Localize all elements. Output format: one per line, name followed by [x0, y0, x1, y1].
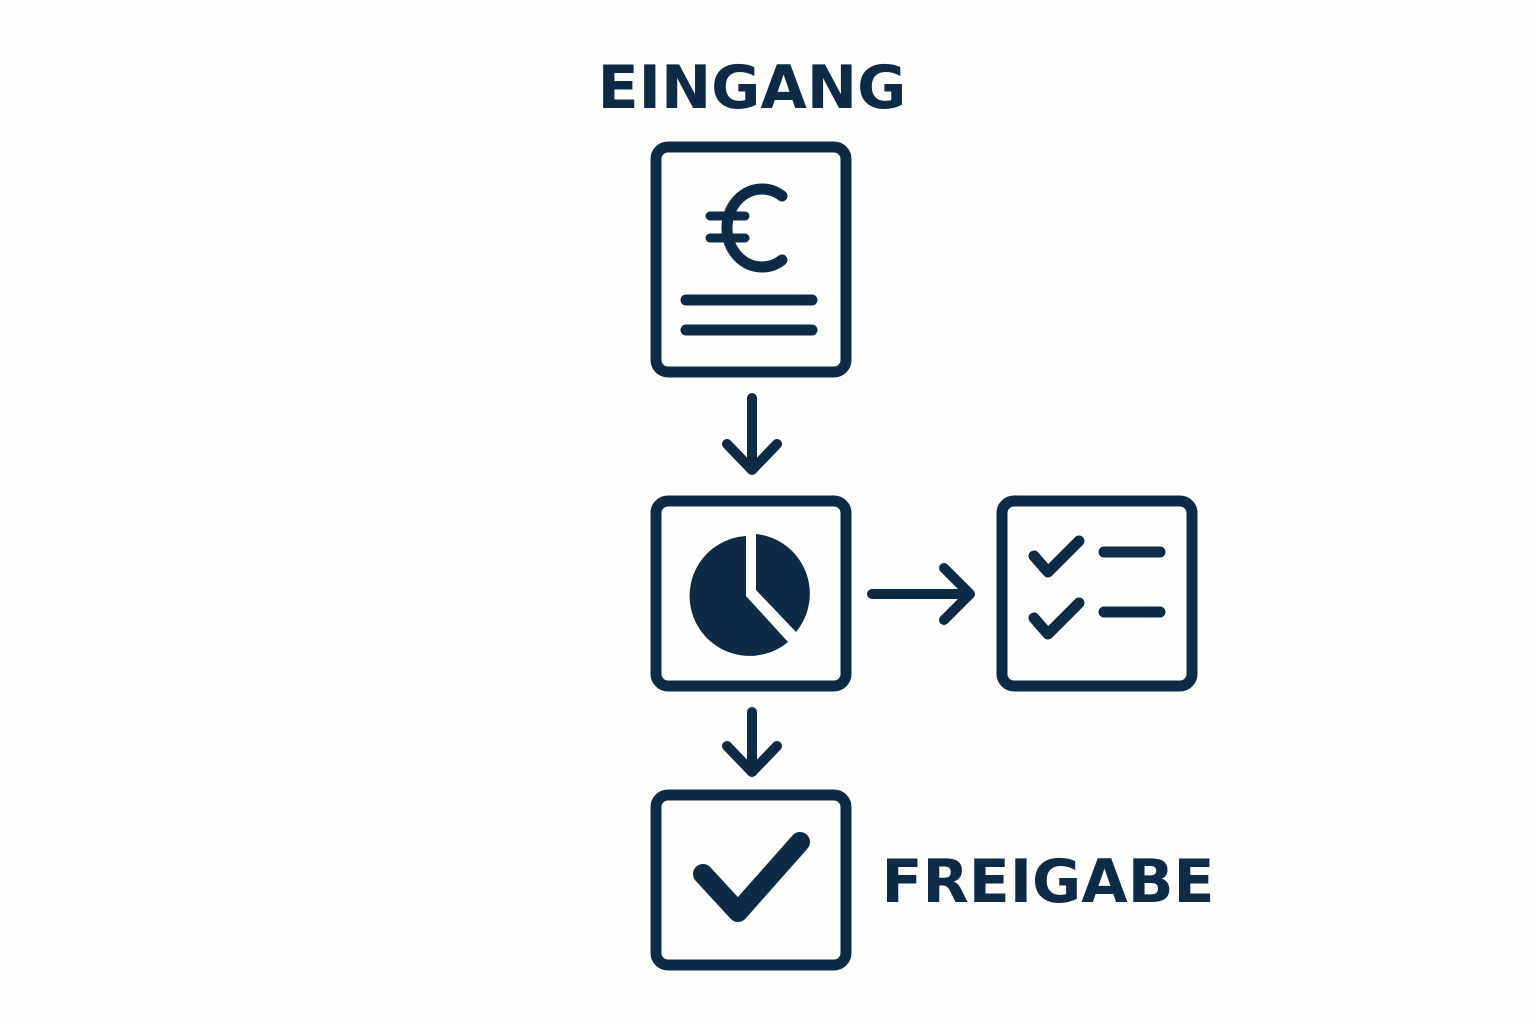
analysis-box: [650, 495, 852, 692]
approval-step: [650, 789, 852, 971]
invoice-step: [650, 141, 852, 378]
approval-box: [650, 789, 852, 971]
checkmark-icon: [693, 832, 810, 922]
label-freigabe: FREIGABE: [882, 847, 1215, 917]
checklist-step: [996, 495, 1198, 692]
pie-chart-icon: [689, 534, 810, 656]
arrow-down-icon: [722, 707, 782, 777]
checklist-icon: [1028, 535, 1166, 640]
label-eingang: EINGANG: [598, 53, 907, 123]
analysis-step: [650, 495, 852, 692]
arrow-right-icon: [867, 563, 975, 625]
invoice-box: [650, 141, 852, 378]
arrow-down-icon: [722, 393, 782, 475]
checklist-box: [996, 495, 1198, 692]
euro-invoice-icon: [680, 183, 818, 336]
